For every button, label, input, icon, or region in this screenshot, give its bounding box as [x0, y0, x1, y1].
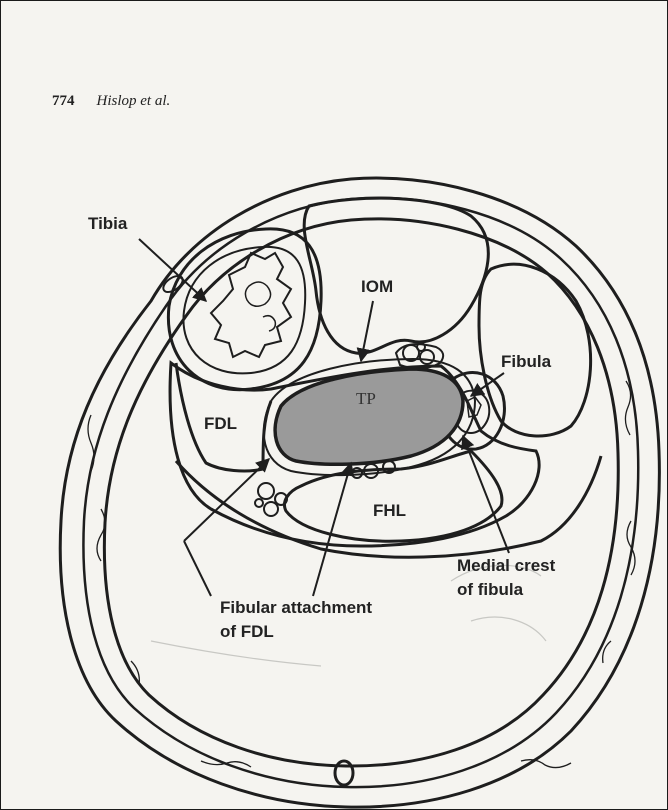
peroneal-vessels — [255, 483, 287, 516]
label-fhl: FHL — [373, 501, 406, 520]
skin-outline — [60, 178, 659, 807]
lateral-compartment — [479, 264, 591, 436]
label-medial-crest-line1: Medial crest — [457, 556, 556, 575]
label-fibular-attachment-line2: of FDL — [220, 622, 274, 641]
label-medial-crest-line2: of fibula — [457, 580, 524, 599]
label-fibular-attachment-line1: Fibular attachment — [220, 598, 372, 617]
label-iom: IOM — [361, 277, 393, 296]
label-fdl: FDL — [204, 414, 237, 433]
label-tibia: Tibia — [88, 214, 128, 233]
label-fibula: Fibula — [501, 352, 552, 371]
fibular-attachment-leader-stem — [184, 541, 211, 596]
label-tp: TP — [356, 389, 376, 408]
